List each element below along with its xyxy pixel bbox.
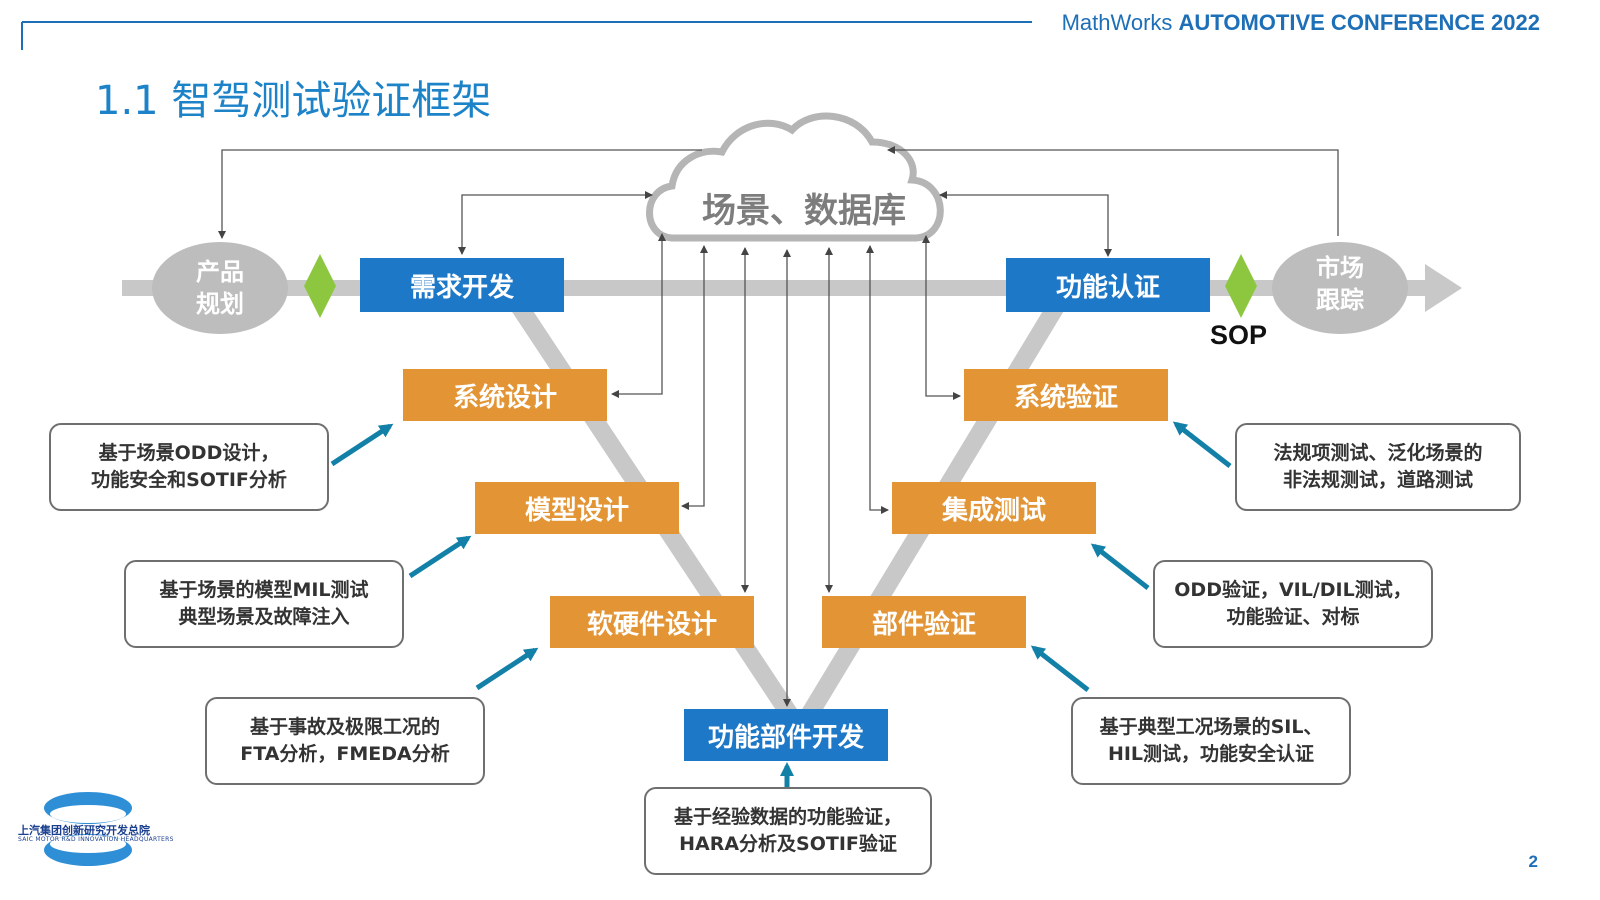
hw-sw-design-box: 软硬件设计 (550, 596, 754, 648)
note-system-design: 基于场景ODD设计， 功能安全和SOTIF分析 (49, 423, 329, 511)
cloud-label: 场景、数据库 (702, 191, 906, 231)
note-component-verify: 基于典型工况场景的SIL、 HIL测试，功能安全认证 (1071, 697, 1351, 785)
note-integration-test-line1: ODD验证，VIL/DIL测试， (1174, 579, 1412, 601)
company-logo-graphic (44, 792, 132, 866)
note-integration-test-line2: 功能验证、对标 (1226, 606, 1360, 628)
conference-header: MathWorks AUTOMOTIVE CONFERENCE 2022 (1062, 10, 1540, 36)
note-model-design: 基于场景的模型MIL测试典型场景及故障注入 (124, 560, 404, 648)
note-system-verify-line2: 非法规测试，道路测试 (1282, 469, 1473, 491)
system-verify-box: 系统验证 (964, 369, 1168, 421)
product-planning-line2: 规划 (196, 290, 244, 318)
note-component-dev: 基于经验数据的功能验证， HARA分析及SOTIF验证 (644, 787, 932, 875)
note-system-verify: 法规项测试、泛化场景的非法规测试，道路测试 (1235, 423, 1521, 511)
sop-diamond (1225, 254, 1257, 318)
note-system-design-line1: 基于场景ODD设计， (98, 442, 280, 464)
model-design-box: 模型设计 (475, 482, 679, 534)
requirements-box: 需求开发 (360, 258, 564, 312)
note-system-design-line2: 功能安全和SOTIF分析 (91, 469, 287, 491)
integration-test-box: 集成测试 (892, 482, 1096, 534)
header-brand: MathWorks (1061, 10, 1173, 35)
page-title: 1.1 智驾测试验证框架 (95, 78, 492, 124)
logo-name: 上汽集团创新研究开发总院 (18, 824, 150, 837)
product-planning-label: 产品 规划 (152, 256, 288, 320)
component-dev-box: 功能部件开发 (684, 709, 888, 761)
note-model-design-line1: 基于场景的模型MIL测试 (159, 579, 369, 601)
market-tracking-label: 市场 跟踪 (1272, 252, 1408, 316)
market-tracking-oval (1272, 242, 1408, 334)
note-system-verify-line1: 法规项测试、泛化场景的 (1273, 442, 1483, 464)
header-rule (21, 21, 1032, 50)
database-cloud (646, 112, 944, 242)
milestone-diamond-left (304, 254, 336, 318)
header-event: AUTOMOTIVE CONFERENCE 2022 (1178, 10, 1540, 35)
note-component-verify-line1: 基于典型工况场景的SIL、 (1099, 716, 1323, 738)
data-flow-arrows (218, 146, 1339, 707)
function-cert-box: 功能认证 (1006, 258, 1210, 312)
market-tracking-line1: 市场 (1316, 254, 1364, 282)
logo-subtitle: SAIC MOTOR R&D INNOVATION HEADQUARTERS (18, 836, 174, 843)
note-model-design-line2: 典型场景及故障注入 (178, 606, 350, 628)
note-hw-sw-design-line2: FTA分析，FMEDA分析 (240, 743, 450, 765)
note-component-verify-line2: HIL测试，功能安全认证 (1107, 743, 1315, 765)
page-number: 2 (1528, 852, 1538, 871)
note-component-dev-line1: 基于经验数据的功能验证， (673, 806, 902, 828)
product-planning-line1: 产品 (196, 258, 244, 286)
market-tracking-line2: 跟踪 (1316, 286, 1364, 314)
product-planning-oval (152, 242, 288, 334)
note-hw-sw-design: 基于事故及极限工况的 FTA分析，FMEDA分析 (205, 697, 485, 785)
note-integration-test: ODD验证，VIL/DIL测试， 功能验证、对标 (1153, 560, 1433, 648)
note-arrows (330, 421, 1232, 790)
system-design-box: 系统设计 (403, 369, 607, 421)
note-hw-sw-design-line1: 基于事故及极限工况的 (249, 716, 440, 738)
note-component-dev-line2: HARA分析及SOTIF验证 (679, 833, 897, 855)
sop-label: SOP (1210, 320, 1268, 350)
component-verify-box: 部件验证 (822, 596, 1026, 648)
